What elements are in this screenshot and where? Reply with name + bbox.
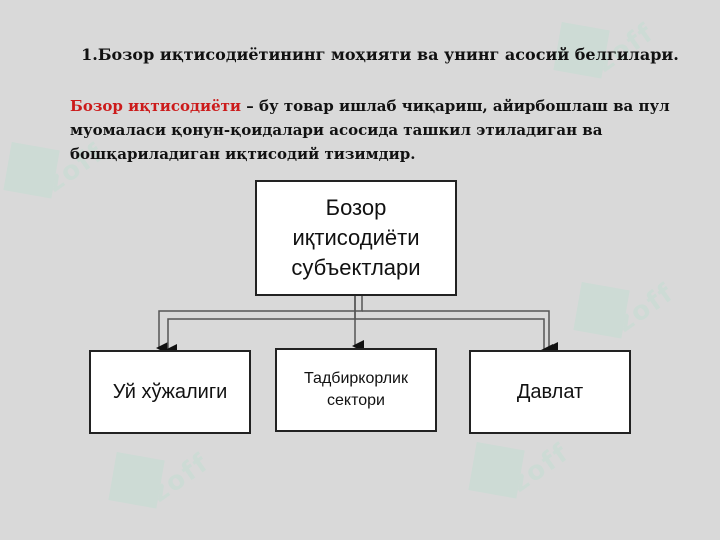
definition-paragraph: Бозор иқтисодиёти – бу товар ишлаб чиқар… <box>70 94 690 166</box>
diagram-root-box: Бозор иқтисодиёти субъектлари <box>255 180 457 296</box>
connector-line-inner <box>355 318 553 356</box>
definition-text: – бу товар ишлаб чиқариш, айирбошлаш ва … <box>70 97 670 163</box>
definition-term: Бозор иқтисодиёти <box>70 97 242 115</box>
diagram-box-household: Уй хўжалиги <box>89 350 251 434</box>
diagram-box-business-sector: Тадбиркорлик сектори <box>275 348 437 432</box>
connector-line-inner <box>165 296 356 356</box>
connector-line-outer <box>156 296 363 354</box>
diagram-box-state: Давлат <box>469 350 631 434</box>
connector-line-outer <box>362 310 558 354</box>
slide-title: 1.Бозор иқтисодиётининг моҳияти ва унинг… <box>81 45 679 64</box>
